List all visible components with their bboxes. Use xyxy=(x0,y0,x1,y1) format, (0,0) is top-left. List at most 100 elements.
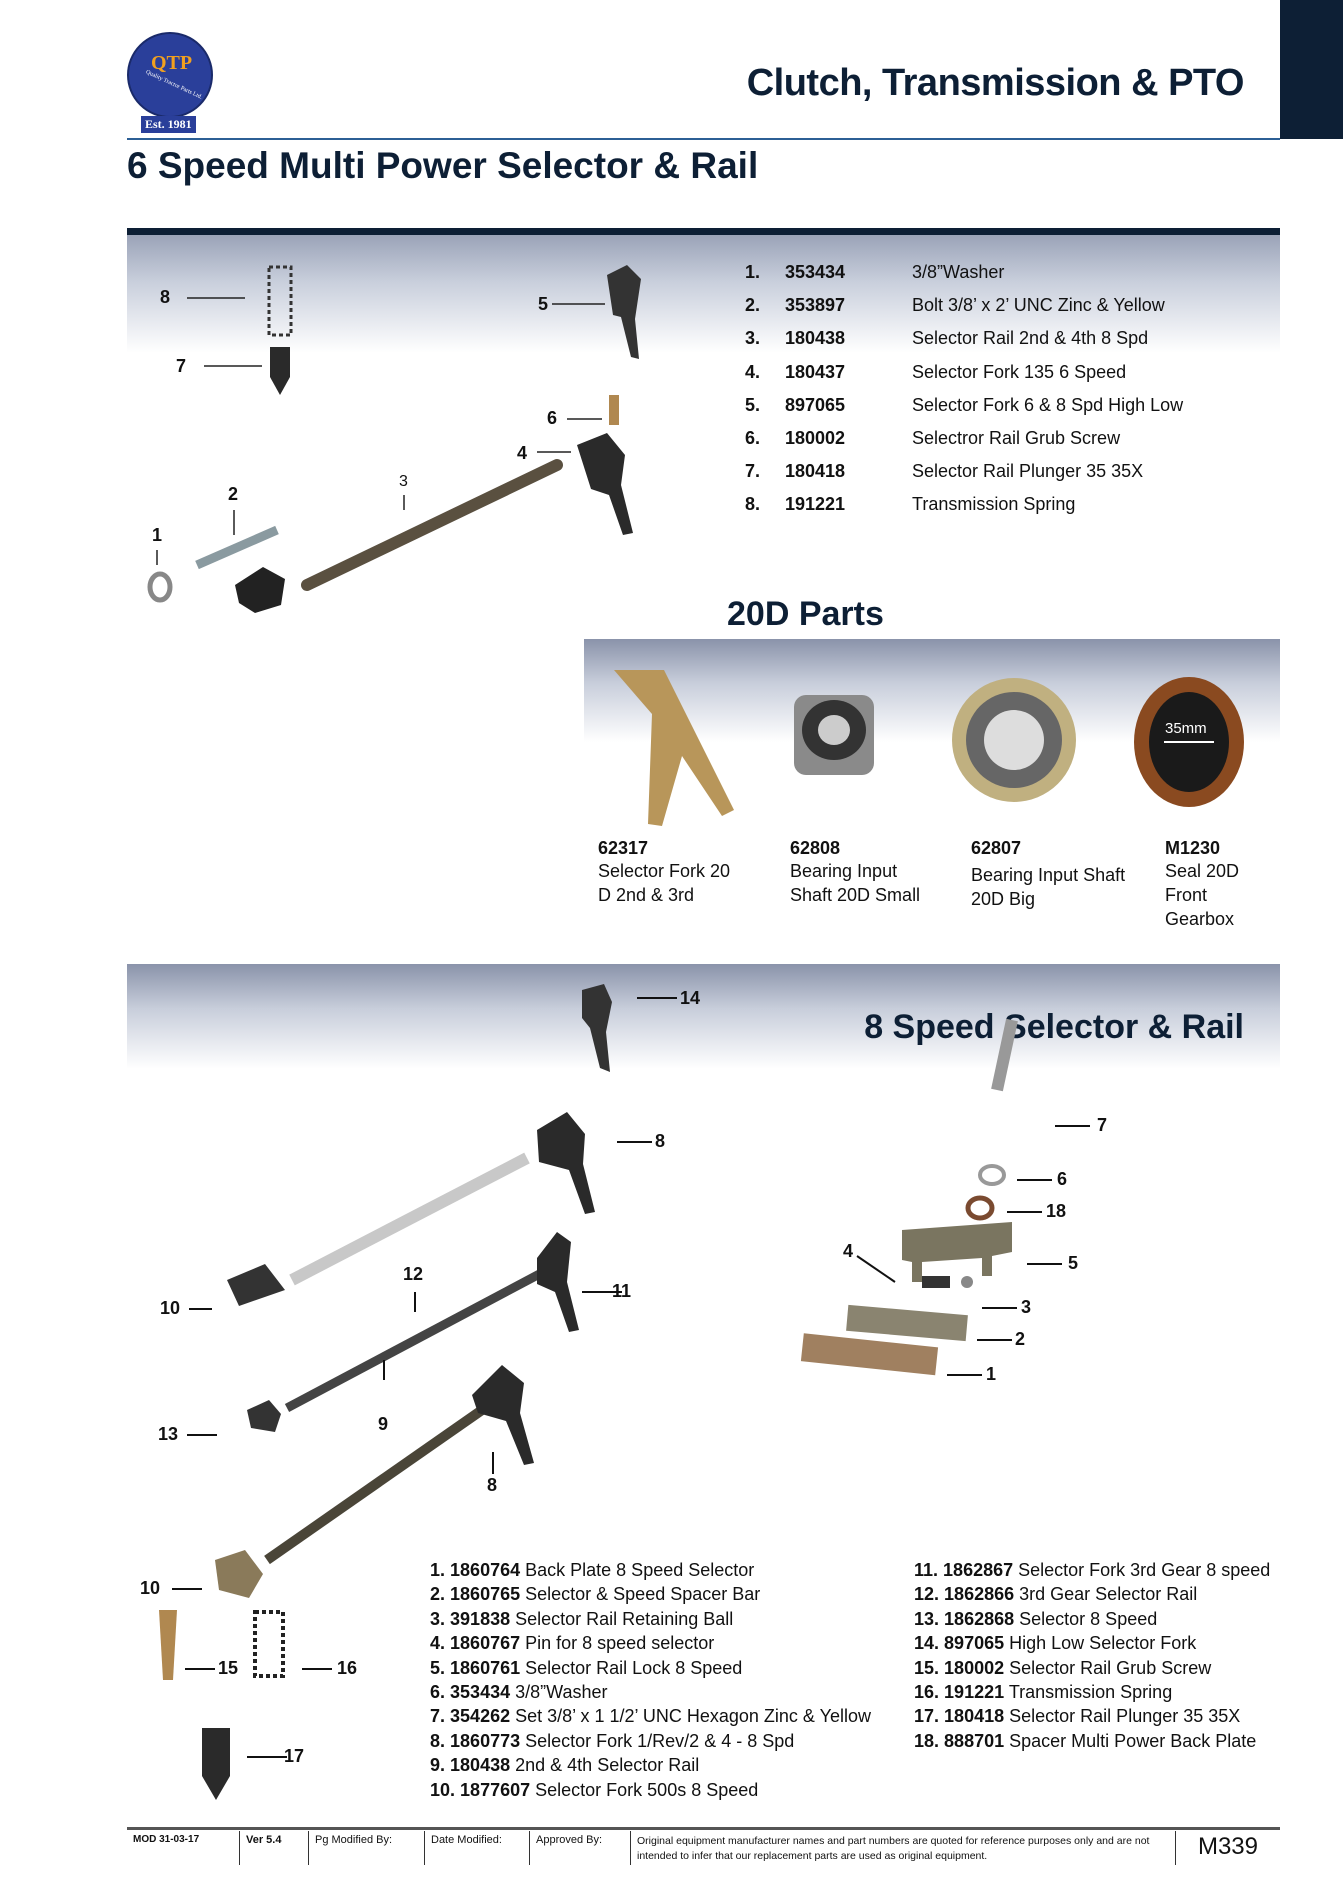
grub-screw-part xyxy=(609,395,619,425)
fork-10b-part xyxy=(215,1550,263,1598)
plunger-17-part xyxy=(202,1728,230,1800)
fork-11-part xyxy=(537,1232,579,1332)
bolt-7-part xyxy=(991,1018,1018,1092)
part-row: 15. 180002 Selector Rail Grub Screw xyxy=(914,1657,1212,1678)
bearing-62808-image xyxy=(794,695,874,775)
part-row: 14. 897065 High Low Selector Fork xyxy=(914,1633,1197,1654)
callout: 5 xyxy=(1068,1253,1079,1273)
page-title: 6 Speed Multi Power Selector & Rail xyxy=(127,145,759,186)
washer-6-part xyxy=(978,1164,1006,1186)
callout: 8 xyxy=(487,1475,498,1495)
seal-dimension: 35mm xyxy=(1165,720,1207,737)
fork-8-part xyxy=(537,1112,595,1214)
fork-4-part xyxy=(577,433,633,535)
logo-est: Est. 1981 xyxy=(141,116,196,133)
part-row: 1. 1860764 Back Plate 8 Speed Selector xyxy=(430,1560,755,1580)
callout: 4 xyxy=(517,443,528,463)
callout: 18 xyxy=(1046,1201,1067,1221)
pin-4-part xyxy=(922,1276,950,1288)
spring-16-part xyxy=(253,1610,285,1678)
part-row: 12. 1862866 3rd Gear Selector Rail xyxy=(914,1584,1198,1605)
callout: 10 xyxy=(160,1298,181,1318)
callout: 8 xyxy=(160,287,171,307)
grub-screw-15-part xyxy=(159,1610,177,1680)
part-row: 7. 354262 Set 3/8’ x 1 1/2’ UNC Hexagon … xyxy=(430,1706,871,1727)
part-row: 9. 180438 2nd & 4th Selector Rail xyxy=(430,1755,700,1776)
part-row: 13. 1862868 Selector 8 Speed xyxy=(914,1608,1158,1629)
footer-pg-modified: Pg Modified By: xyxy=(308,1831,424,1865)
rail-12-part xyxy=(284,1266,550,1412)
header-corner-bar xyxy=(1280,0,1343,139)
part-row: 3. 391838 Selector Rail Retaining Ball xyxy=(430,1608,734,1629)
section2-images xyxy=(614,670,1244,826)
callout: 8 xyxy=(655,1131,666,1151)
footer-version: Ver 5.4 xyxy=(239,1831,308,1865)
callout: 6 xyxy=(1057,1169,1068,1189)
callout: 3 xyxy=(399,473,408,490)
spacer-18-part xyxy=(965,1195,995,1221)
fork-8b-part xyxy=(472,1365,534,1465)
section3-panel xyxy=(127,964,1280,1264)
page-number: M339 xyxy=(1175,1831,1280,1865)
part-row: 10. 1877607 Selector Fork 500s 8 Speed xyxy=(430,1779,759,1800)
rail-9-part xyxy=(264,1405,485,1565)
selector-block-part xyxy=(235,567,285,613)
part-row: 11. 1862867 Selector Fork 3rd Gear 8 spe… xyxy=(914,1560,1271,1580)
ball-3-part xyxy=(961,1276,973,1288)
plunger-part xyxy=(270,347,290,395)
rail-part xyxy=(301,459,563,591)
callout: 13 xyxy=(158,1424,179,1444)
section2-title: 20D Parts xyxy=(727,595,884,633)
rail-part xyxy=(289,1152,530,1286)
part-row: 2. 1860765 Selector & Speed Spacer Bar xyxy=(430,1584,761,1605)
callout: 4 xyxy=(843,1241,854,1261)
callout: 7 xyxy=(1097,1115,1108,1135)
footer-mod: MOD 31-03-17 xyxy=(133,1834,200,1845)
callout: 14 xyxy=(680,988,701,1008)
part-row: 6. 353434 3/8”Washer xyxy=(430,1682,608,1703)
part-row: 5. 1860761 Selector Rail Lock 8 Speed xyxy=(430,1657,743,1678)
section1-panel xyxy=(127,228,1280,628)
callout: 7 xyxy=(176,356,187,376)
callout: 1 xyxy=(986,1364,997,1384)
section3-parts-list-right: 11. 1862867 Selector Fork 3rd Gear 8 spe… xyxy=(914,1558,1270,1753)
callout: 15 xyxy=(218,1658,239,1678)
section1-diagram xyxy=(147,265,641,613)
callout: 5 xyxy=(538,294,549,314)
bearing-62807-image xyxy=(952,678,1076,802)
washer-part xyxy=(147,571,173,603)
part-row: 8. 1860773 Selector Fork 1/Rev/2 & 4 - 8… xyxy=(430,1730,795,1751)
part-row: 18. 888701 Spacer Multi Power Back Plate xyxy=(914,1730,1257,1751)
bolt-part xyxy=(195,525,279,570)
callout: 1 xyxy=(152,525,163,545)
part-row: 17. 180418 Selector Rail Plunger 35 35X xyxy=(914,1706,1241,1727)
footer-approved: Approved By: xyxy=(529,1831,630,1865)
section3-title: 8 Speed Selector & Rail xyxy=(864,1008,1244,1046)
back-plate-1-part xyxy=(800,1333,939,1376)
logo: QTP Quality Tractor Parts Ltd. xyxy=(127,32,213,118)
header-divider xyxy=(127,138,1280,140)
part-row: 16. 191221 Transmission Spring xyxy=(914,1682,1173,1703)
footer-divider xyxy=(127,1827,1280,1830)
spacer-bar-2-part xyxy=(846,1304,968,1342)
section3-parts-list-left: 1. 1860764 Back Plate 8 Speed Selector 2… xyxy=(430,1558,871,1802)
seal-m1230-image xyxy=(1134,677,1244,807)
callout: 6 xyxy=(547,408,558,428)
callout: 16 xyxy=(337,1658,358,1678)
fork-5-part xyxy=(607,265,641,359)
footer-date-modified: Date Modified: xyxy=(424,1831,529,1865)
part-row: 4. 1860767 Pin for 8 speed selector xyxy=(430,1633,715,1654)
selector-13-part xyxy=(247,1400,281,1432)
footer-disclaimer: Original equipment manufacturer names an… xyxy=(630,1831,1175,1865)
